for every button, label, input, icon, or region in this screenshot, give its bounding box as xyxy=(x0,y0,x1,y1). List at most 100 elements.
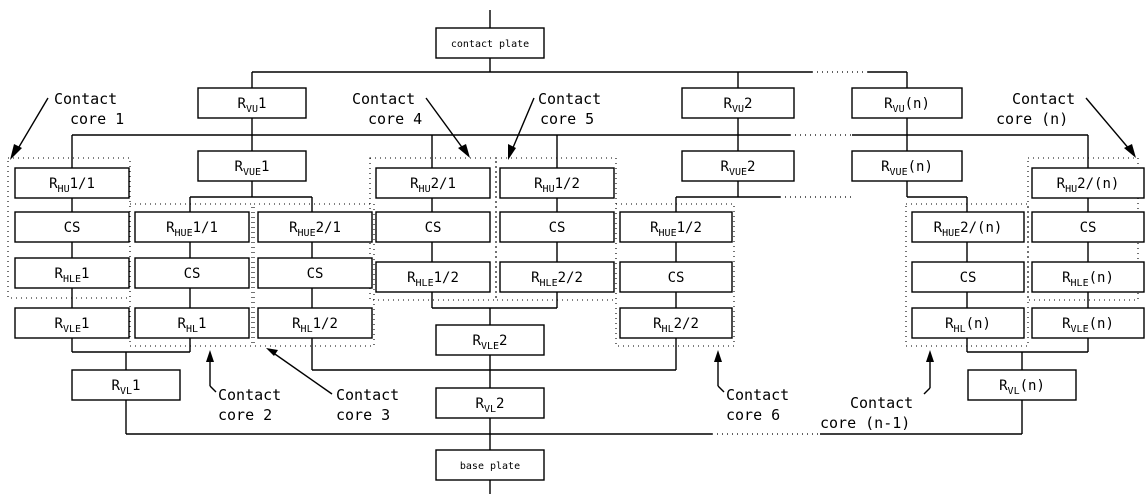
block-rhle12: RHLE1/2 xyxy=(375,261,491,293)
annotation-core-2: Contact core 2 xyxy=(206,350,281,424)
block-label-cs: CS xyxy=(184,266,201,282)
block-label-rvl1: RVL1 xyxy=(112,378,141,397)
block-rvue1: RVUE1 xyxy=(197,150,307,182)
block-box xyxy=(1031,211,1145,243)
annotation-core-5-line2: core 5 xyxy=(540,110,594,128)
block-cs: CS xyxy=(134,257,250,289)
block-label-rvle2: RVLE2 xyxy=(473,333,508,352)
block-box xyxy=(375,261,491,293)
block-cs: CS xyxy=(1031,211,1145,243)
base-plate-label: base plate xyxy=(460,461,520,472)
block-box xyxy=(619,307,733,339)
block-box xyxy=(1031,261,1145,293)
annotation-core-n-minus-1-line2: core (n-1) xyxy=(820,414,910,432)
block-box xyxy=(911,307,1025,339)
block-label-rhu21: RHU2/1 xyxy=(410,176,456,195)
block-box xyxy=(499,211,615,243)
annotation-core-n-minus-1-line1: Contact xyxy=(850,394,913,412)
block-rvu1: RVU1 xyxy=(197,87,307,119)
block-rvl2: RVL2 xyxy=(435,387,545,419)
block-label-rhl22: RHL2/2 xyxy=(653,316,699,335)
block-label-cs: CS xyxy=(425,220,442,236)
block-label-rhue21: RHUE2/1 xyxy=(289,220,341,239)
block-label-cs: CS xyxy=(64,220,81,236)
plate-contact: contact plate xyxy=(435,27,545,59)
wires xyxy=(71,10,1089,494)
block-label-rvun: RVU(n) xyxy=(884,96,930,115)
block-label-rhue11: RHUE1/1 xyxy=(166,220,218,239)
block-box xyxy=(681,150,795,182)
block-rhln: RHL(n) xyxy=(911,307,1025,339)
block-box xyxy=(257,307,373,339)
block-label-rvu1: RVU1 xyxy=(238,96,267,115)
block-box xyxy=(911,261,1025,293)
annotation-core-n: Contact core (n) xyxy=(996,90,1136,158)
block-rvu2: RVU2 xyxy=(681,87,795,119)
block-label-cs: CS xyxy=(1080,220,1097,236)
continuation-dots xyxy=(712,71,868,435)
annotation-core-4-line2: core 4 xyxy=(368,110,422,128)
block-cs: CS xyxy=(14,211,130,243)
annotation-core-4: Contact core 4 xyxy=(352,90,470,158)
block-box xyxy=(1031,167,1145,199)
annotation-core-5-line1: Contact xyxy=(538,90,601,108)
block-label-rvle1: RVLE1 xyxy=(55,316,90,335)
block-label-rhle1: RHLE1 xyxy=(55,266,90,285)
block-label-rhu12: RHU1/2 xyxy=(534,176,580,195)
annotation-core-2-line1: Contact xyxy=(218,386,281,404)
block-rhle1: RHLE1 xyxy=(14,257,130,289)
block-rvlen: RVLE(n) xyxy=(1031,307,1145,339)
block-rvle2: RVLE2 xyxy=(435,324,545,356)
block-rvle1: RVLE1 xyxy=(14,307,130,339)
block-rvl1: RVL1 xyxy=(71,369,181,401)
block-rhl12: RHL1/2 xyxy=(257,307,373,339)
block-label-rvlen: RVLE(n) xyxy=(1062,316,1114,335)
block-label-rhlen: RHLE(n) xyxy=(1062,270,1114,289)
block-box xyxy=(619,211,733,243)
block-box xyxy=(967,369,1077,401)
block-rhue2n: RHUE2/(n) xyxy=(911,211,1025,243)
block-label-rhue2n: RHUE2/(n) xyxy=(934,220,1003,239)
block-label-rhl1: RHL1 xyxy=(178,316,207,335)
annotation-core-6: Contact core 6 xyxy=(714,350,789,424)
block-box xyxy=(14,211,130,243)
block-label-rvuen: RVUE(n) xyxy=(881,159,933,178)
block-box xyxy=(911,211,1025,243)
annotations: Contact core 1 Contact core 4 Contact co… xyxy=(10,90,1136,432)
contact-plate-label: contact plate xyxy=(451,39,529,50)
block-box xyxy=(851,87,963,119)
plate-base: base plate xyxy=(435,449,545,481)
annotation-core-n-minus-1: Contact core (n-1) xyxy=(820,350,934,432)
annotation-core-6-line1: Contact xyxy=(726,386,789,404)
block-box xyxy=(134,307,250,339)
annotation-core-3-line2: core 3 xyxy=(336,406,390,424)
annotation-core-n-line2: core (n) xyxy=(996,110,1068,128)
block-label-rhue12: RHUE1/2 xyxy=(650,220,702,239)
block-box xyxy=(257,257,373,289)
block-rhu12: RHU1/2 xyxy=(499,167,615,199)
block-box xyxy=(499,167,615,199)
block-rhue12: RHUE1/2 xyxy=(619,211,733,243)
block-rhl22: RHL2/2 xyxy=(619,307,733,339)
block-cs: CS xyxy=(911,261,1025,293)
block-rhle22: RHLE2/2 xyxy=(499,261,615,293)
block-label-rhln: RHL(n) xyxy=(945,316,991,335)
block-label-rvu2: RVU2 xyxy=(724,96,753,115)
block-label-rhl12: RHL1/2 xyxy=(292,316,338,335)
block-rhu21: RHU2/1 xyxy=(375,167,491,199)
annotation-core-1-line2: core 1 xyxy=(70,110,124,128)
block-box xyxy=(14,257,130,289)
block-rhlen: RHLE(n) xyxy=(1031,261,1145,293)
annotation-core-1: Contact core 1 xyxy=(10,90,124,160)
block-box xyxy=(375,167,491,199)
block-box xyxy=(134,257,250,289)
block-label-rhle22: RHLE2/2 xyxy=(531,270,583,289)
annotation-core-3-line1: Contact xyxy=(336,386,399,404)
block-box xyxy=(1031,307,1145,339)
block-box xyxy=(619,261,733,293)
annotation-core-n-line1: Contact xyxy=(1012,90,1075,108)
block-cs: CS xyxy=(619,261,733,293)
